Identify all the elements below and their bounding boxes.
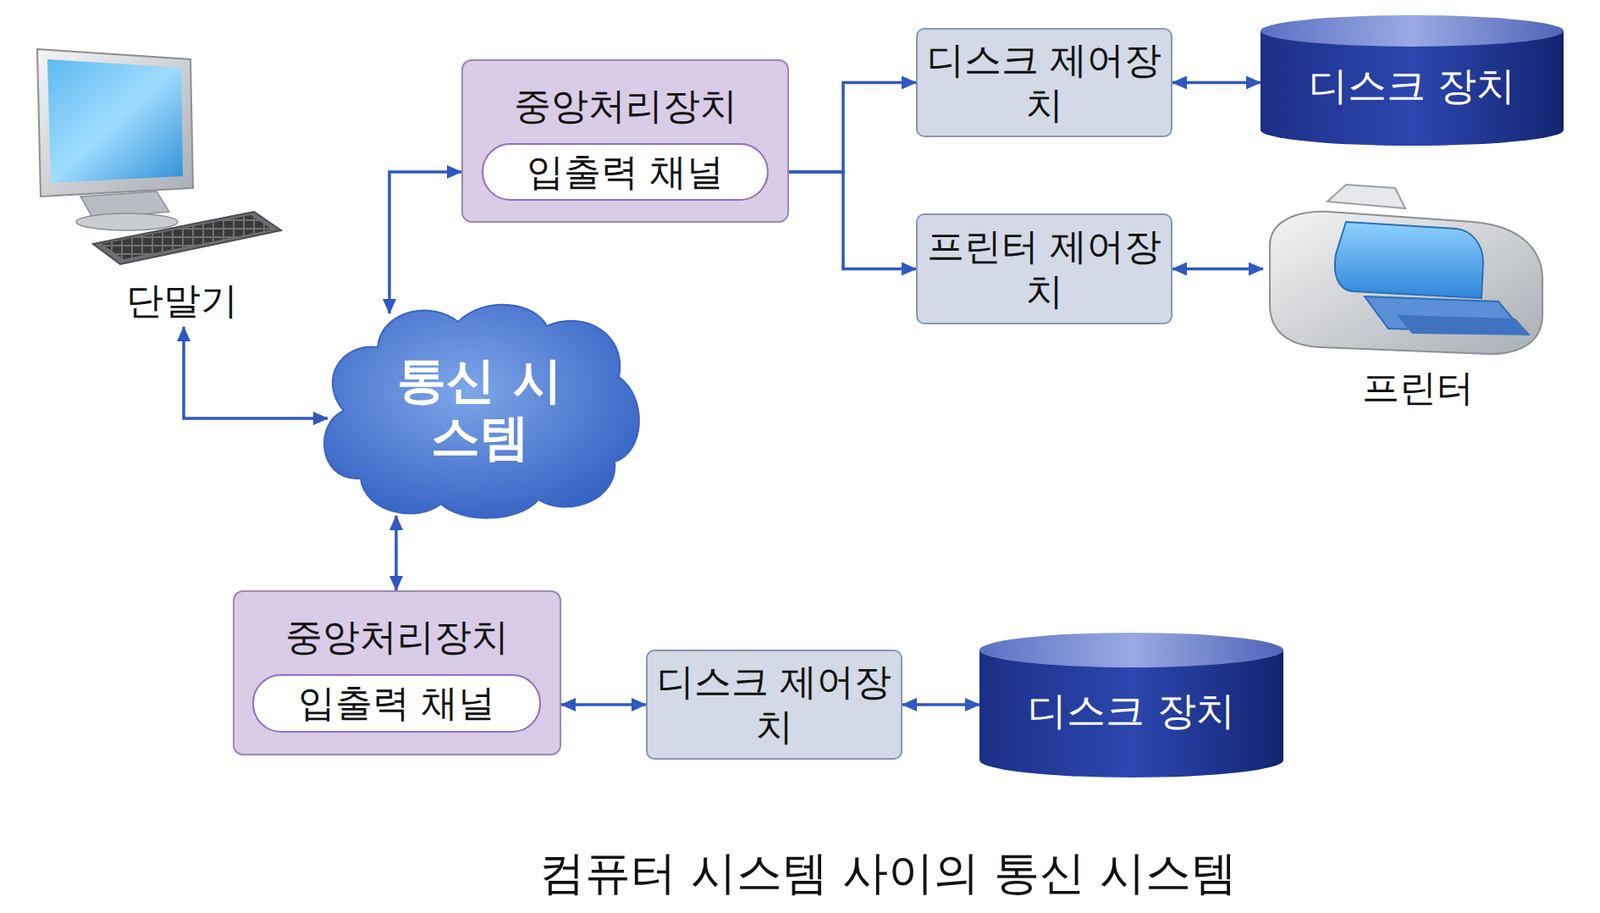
connector-arrow	[1172, 267, 1264, 271]
node-label: 입출력 채널	[297, 680, 497, 726]
connector-arrow	[1172, 81, 1261, 85]
printer-illustration	[1269, 184, 1543, 354]
connector-arrow	[394, 515, 398, 591]
node-label: 디스크 장치	[1308, 50, 1517, 110]
cpu-box: 중앙처리장치입출력 채널	[461, 59, 789, 223]
controller-box: 디스크 제어장치	[645, 649, 903, 760]
disk-cylinder: 디스크 장치	[979, 632, 1284, 778]
controller-box: 프린터 제어장치	[915, 213, 1173, 325]
network-cloud: 통신 시스템	[314, 296, 646, 521]
connector-arrow	[768, 171, 916, 270]
caption: 컴퓨터 시스템 사이의 통신 시스템	[380, 842, 1396, 905]
connector-arrow	[389, 171, 462, 314]
node-label: 디스크 제어장치	[926, 38, 1163, 128]
node-label: 입출력 채널	[526, 149, 725, 195]
node-label: 프린터 제어장치	[926, 224, 1163, 315]
node-label: 중앙처리장치	[234, 600, 560, 674]
io-channel-pill: 입출력 채널	[252, 673, 541, 733]
connector-arrow	[768, 82, 916, 173]
connector-arrow	[183, 326, 328, 419]
controller-box: 디스크 제어장치	[915, 27, 1173, 138]
connector-arrow	[561, 702, 646, 707]
node-label: 단말기	[33, 278, 331, 324]
node-label: 중앙처리장치	[463, 69, 788, 143]
node-label: 프린터	[1263, 365, 1573, 411]
printer-node: 프린터	[1263, 183, 1573, 411]
connector-arrow	[902, 702, 980, 707]
node-label: 디스크 제어장치	[656, 659, 893, 750]
terminal-node: 단말기	[33, 45, 331, 324]
terminal-illustration	[37, 49, 282, 265]
node-label: 디스크 장치	[1027, 675, 1236, 734]
cpu-box: 중앙처리장치입출력 채널	[232, 590, 562, 756]
disk-cylinder: 디스크 장치	[1260, 15, 1564, 146]
node-label: 통신 시스템	[396, 352, 563, 465]
io-channel-pill: 입출력 채널	[481, 143, 769, 201]
